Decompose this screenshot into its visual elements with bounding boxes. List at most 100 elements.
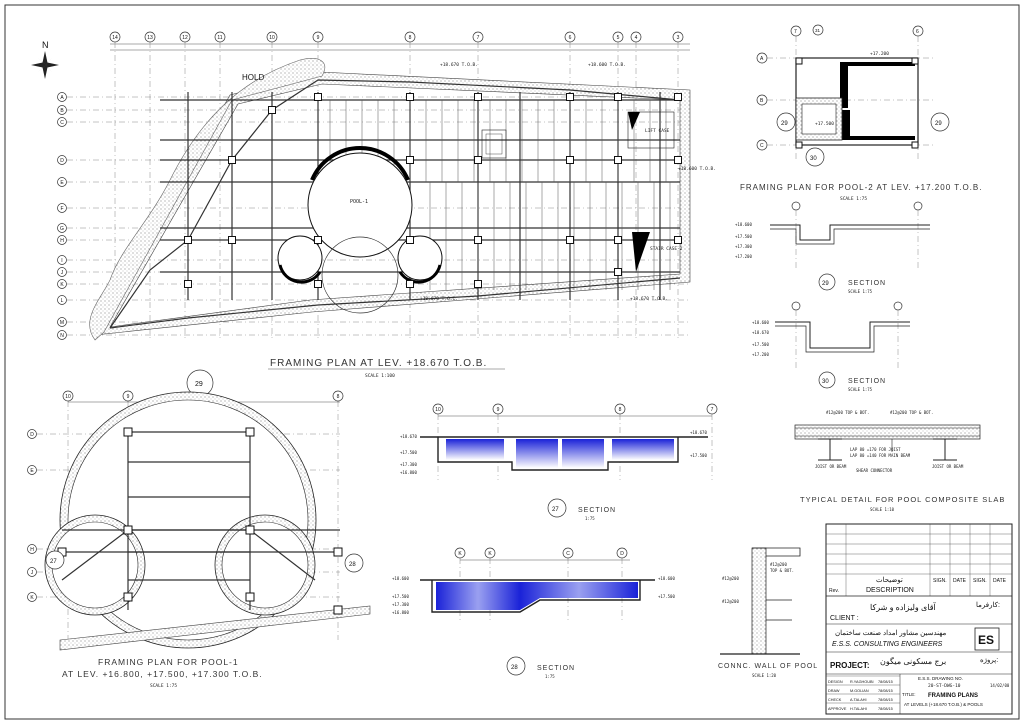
level-note: +18.670 T.O.B. [630, 296, 668, 302]
signature-name: R.YAGHOUBI [850, 680, 874, 684]
level-note: +18.670 [752, 330, 769, 335]
section-scale: SCALE 1:75 [848, 387, 873, 392]
logo-text: ES [978, 633, 994, 647]
section-mark-label: 29 [822, 281, 829, 287]
axis-label: K [30, 595, 34, 601]
axis-bubble [57, 255, 67, 265]
axis-label: B [60, 108, 64, 114]
column [228, 156, 236, 164]
column [184, 280, 192, 288]
level-note: +17.500 [658, 594, 675, 599]
detail-note: JOIST OR BEAM [815, 464, 847, 469]
conn-wall-title: CONNC. WALL OF POOL [718, 663, 818, 670]
section-29: +18.600 +17.500 +17.300 +17.200 29 SECTI… [735, 201, 930, 294]
axis-bubble [57, 177, 67, 187]
signature-role: DESIGN [828, 680, 843, 684]
detail-note: LAP 80 =140 FOR MAIN BEAM [850, 453, 911, 458]
detail-note: #12@200 [722, 576, 739, 581]
connection-wall-detail: #12@200 #12@200 #12@200 TOP & BOT. CONNC… [718, 547, 818, 678]
section-29-label: SECTION [848, 280, 886, 287]
north-arrow-icon: N [31, 40, 59, 79]
column [614, 236, 622, 244]
plan-scale: SCALE 1:100 [365, 373, 395, 379]
consultant-en: E.S.S. CONSULTING ENGINEERS [832, 641, 943, 648]
signature-date: 78/08/15 [878, 680, 893, 684]
axis-label: H [60, 238, 64, 244]
level-note: +18.600 T.O.B. [588, 62, 626, 68]
axis-label: 9 [127, 394, 130, 400]
column [184, 236, 192, 244]
column [314, 93, 322, 101]
drawing-subtitle: AT LEVELS (+18.670 T.O.B.) & POOLS [904, 702, 983, 707]
axis-label: B [760, 98, 764, 104]
column [406, 236, 414, 244]
level-note: +16.800 [400, 470, 417, 475]
pool-1-opening: POOL-1 [277, 146, 443, 314]
column [123, 592, 133, 602]
signature-date: 78/08/15 [878, 707, 893, 711]
level-note: +18.600 [752, 320, 769, 325]
client-name: آقای ولیزاده و شرکا [870, 602, 937, 612]
rev-header: DATE [953, 578, 967, 584]
section-scale: 1:75 [545, 674, 555, 679]
axis-label: F [60, 206, 63, 212]
axis-label: A [760, 56, 764, 62]
axis-bubble [57, 330, 67, 340]
axis-label: E [60, 180, 64, 186]
axis-label: 10 [269, 35, 275, 41]
level-note: +18.670 [400, 434, 417, 439]
axis-label: 4 [635, 35, 638, 41]
axis-label: C [60, 120, 64, 126]
section-mark-label: 28 [511, 665, 518, 671]
level-note: +17.500 [690, 453, 707, 458]
axis-label: 10 [435, 407, 441, 413]
axis-bubble [57, 279, 67, 289]
signature-role: APPROVE [828, 707, 847, 711]
stair-label: STAIR CASE-2 [650, 246, 683, 252]
axis-label: 7 [477, 35, 480, 41]
axis-label: C [760, 143, 764, 149]
section-28-label: SECTION [537, 665, 575, 672]
title-block: SIGN. DATE SIGN. DATE توضیحات DESCRIPTIO… [825, 523, 1013, 715]
pool-water [436, 582, 520, 610]
rev-header: SIGN. [973, 578, 987, 584]
axis-label: N [60, 333, 64, 339]
edge-beam [109, 277, 681, 329]
axis-label: J [31, 570, 34, 576]
axis-label: 7 [794, 29, 797, 35]
axis-label: A [60, 95, 64, 101]
axis-label: H [30, 547, 34, 553]
section-mark-label: 29 [195, 381, 203, 388]
axis-bubble [57, 117, 67, 127]
pool1-subtitle: AT LEV. +16.800, +17.500, +17.300 T.O.B. [62, 669, 263, 679]
signature-date: 78/08/15 [878, 689, 893, 693]
axis-label: 6 [916, 29, 919, 35]
axis-bubble [57, 317, 67, 327]
column [406, 280, 414, 288]
level-note: +18.600 [392, 576, 409, 581]
column [614, 156, 622, 164]
drawing-title: FRAMING PLANS [928, 693, 978, 699]
pool-water [562, 439, 604, 468]
column [406, 93, 414, 101]
axis-label: 3 [677, 35, 680, 41]
level-note: +18.670 [690, 430, 707, 435]
axis-label: D [60, 158, 64, 164]
axis-label: 11 [217, 35, 222, 41]
detail-note: LAP 80 =170 FOR JOIST [850, 447, 901, 452]
level-note: +18.600 T.O.B. [678, 166, 716, 172]
project-label-en: PROJECT: [830, 661, 870, 670]
title-label: TITLE: [902, 692, 916, 697]
axis-bubble [27, 567, 37, 577]
axis-label: K [60, 282, 64, 288]
column [674, 156, 682, 164]
column [406, 156, 414, 164]
level-note: +17.500 [815, 121, 834, 127]
section-mark-label: 28 [349, 562, 356, 568]
section-scale: SCALE 1:75 [848, 289, 873, 294]
column [314, 280, 322, 288]
column [245, 525, 255, 535]
